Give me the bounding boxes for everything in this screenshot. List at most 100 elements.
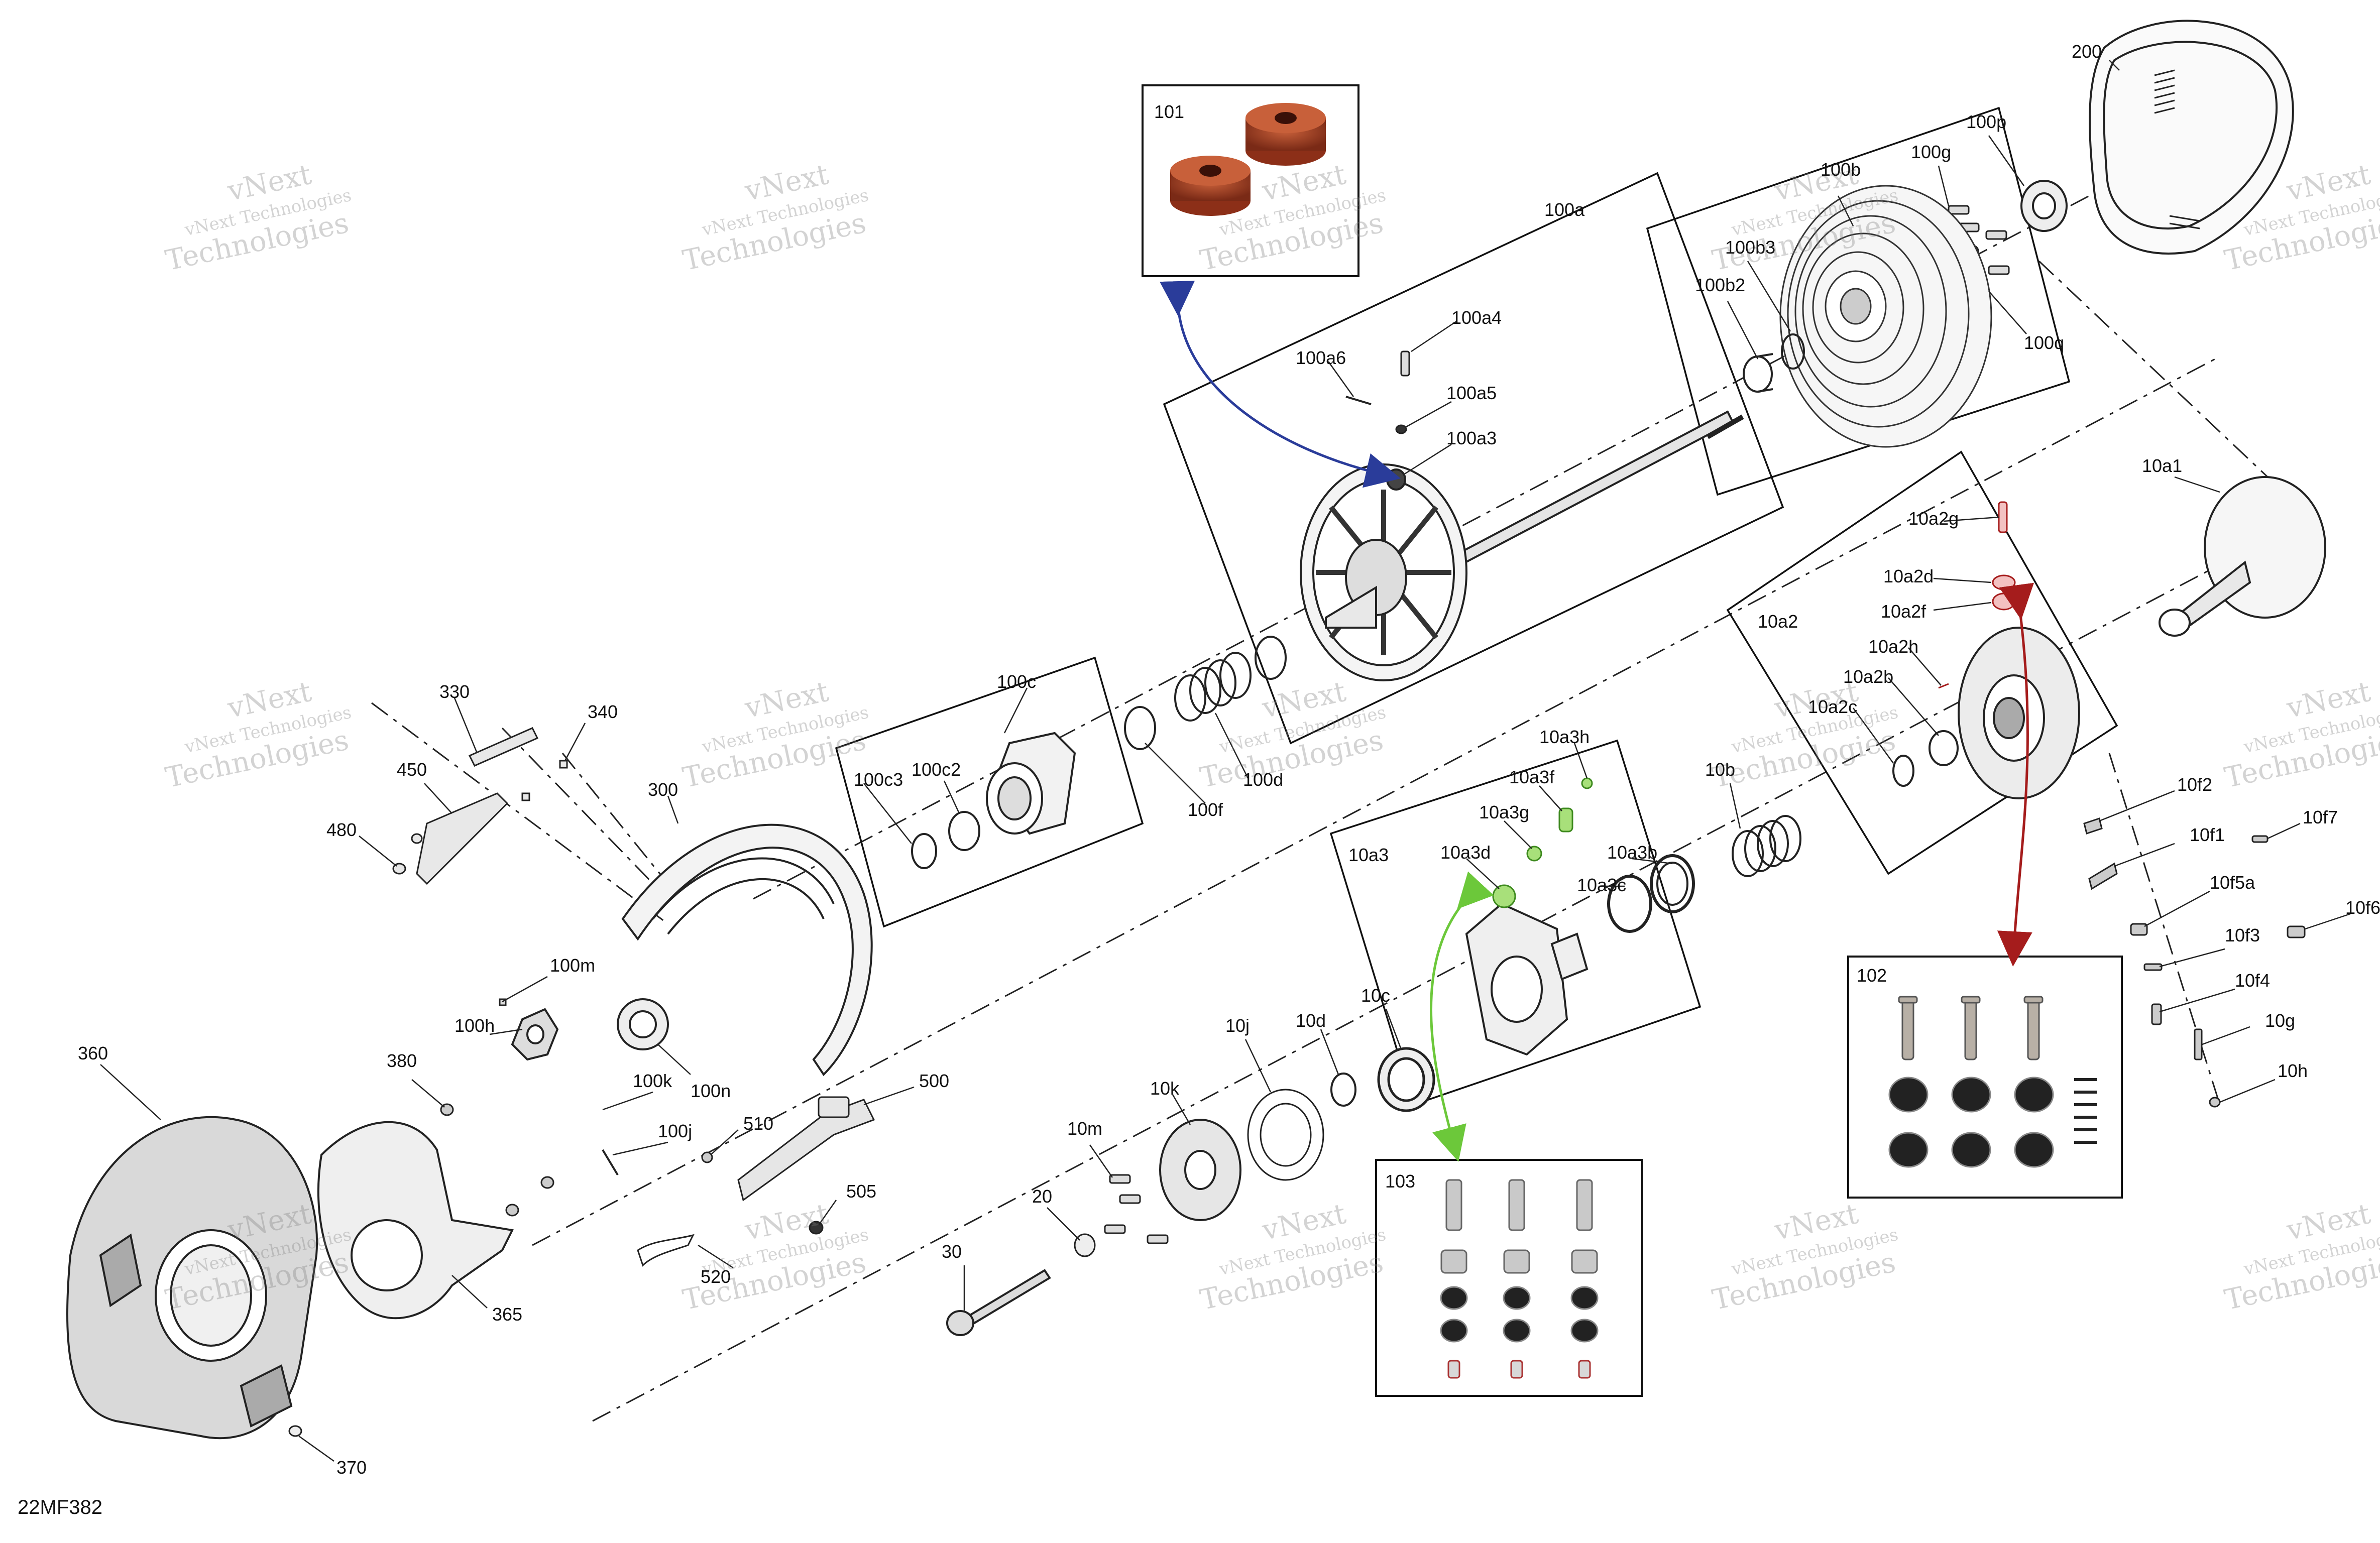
part-label: 100q bbox=[2024, 332, 2064, 353]
part-label: 330 bbox=[439, 681, 470, 702]
part-label: 10d bbox=[1296, 1010, 1326, 1031]
part-label: 100j bbox=[658, 1121, 692, 1141]
part-label: 505 bbox=[846, 1181, 876, 1202]
bearing-10c bbox=[1377, 1047, 1435, 1112]
part-label: 200 bbox=[2072, 41, 2102, 62]
part-label: 10a2g bbox=[1908, 508, 1959, 529]
sheave-100b bbox=[1779, 185, 1992, 448]
part-label: 10j bbox=[1225, 1015, 1250, 1036]
spider-100c bbox=[986, 732, 1076, 835]
part-label: 10a2f bbox=[1881, 601, 1926, 622]
part-label: 360 bbox=[78, 1043, 108, 1063]
callout-label-102: 102 bbox=[1857, 965, 1887, 986]
bushing-10a2b bbox=[1929, 730, 1959, 766]
callout-box-103 bbox=[1375, 1159, 1643, 1397]
part-label: 100p bbox=[1966, 111, 2006, 132]
frame-100c bbox=[835, 656, 1144, 928]
cover-365 bbox=[317, 1121, 514, 1320]
bolts-10m bbox=[1104, 1174, 1169, 1244]
part-label: 10f6 bbox=[2345, 897, 2380, 918]
part-label: 370 bbox=[336, 1457, 367, 1478]
frame-100b bbox=[1646, 106, 2071, 496]
roller-pin-images bbox=[1440, 1179, 1598, 1274]
part-label: 100c3 bbox=[854, 769, 903, 790]
part-label: 10f5a bbox=[2210, 872, 2255, 893]
part-label: 520 bbox=[701, 1266, 731, 1287]
blue-reference-arrow bbox=[1160, 281, 1401, 488]
gasket-10j bbox=[1247, 1089, 1324, 1181]
part-label: 10a3h bbox=[1539, 727, 1590, 747]
hub-10k bbox=[1159, 1119, 1241, 1221]
part-label: 10b bbox=[1705, 759, 1735, 780]
part-label: 10c bbox=[1361, 985, 1390, 1006]
frame-10a3 bbox=[1329, 739, 1702, 1106]
part-label: 10f2 bbox=[2177, 774, 2212, 795]
frame-100a bbox=[1163, 172, 1784, 745]
ring-10a2c bbox=[1892, 755, 1914, 787]
part-label: 100d bbox=[1243, 769, 1283, 790]
part-label: 500 bbox=[919, 1071, 949, 1091]
cover-300 bbox=[621, 823, 873, 1077]
part-label: 10f4 bbox=[2235, 970, 2270, 991]
screw-510 bbox=[701, 1151, 713, 1163]
part-label: 10a2h bbox=[1868, 636, 1918, 657]
part-label: 380 bbox=[387, 1050, 417, 1071]
part-label: 10a2d bbox=[1883, 566, 1934, 586]
part-label: 100m bbox=[550, 955, 595, 976]
sheave-10a1 bbox=[2159, 476, 2326, 637]
frame-10a2 bbox=[1726, 450, 2118, 875]
sheave-10a2 bbox=[1958, 627, 2080, 799]
rings-10a3b-10a3c bbox=[1607, 854, 1695, 933]
rubber-roller-image-1 bbox=[1170, 156, 1251, 216]
part-label: 30 bbox=[942, 1241, 962, 1262]
leader-lines bbox=[100, 60, 2351, 1462]
green-roller-parts-10a3 bbox=[1492, 777, 1593, 908]
part-label: 10m bbox=[1067, 1118, 1102, 1139]
diagram-code: 22MF382 bbox=[18, 1496, 102, 1518]
watermark-14: vNext vNext Technologies Technologies bbox=[1710, 1198, 1900, 1317]
part-label: 100c bbox=[997, 671, 1036, 692]
part-label: 10a3d bbox=[1440, 842, 1491, 863]
part-label: 100k bbox=[633, 1071, 672, 1091]
part-label: 10g bbox=[2265, 1010, 2295, 1031]
callout-label-101: 101 bbox=[1154, 101, 1184, 122]
part-label: 100a3 bbox=[1446, 428, 1497, 448]
part-label: 100n bbox=[691, 1081, 731, 1101]
nut-100h bbox=[511, 1008, 559, 1061]
part-label: 10k bbox=[1150, 1078, 1180, 1099]
watermark-4: vNext vNext Technologies Technologies bbox=[1710, 158, 1900, 277]
cam-10a3 bbox=[1465, 902, 1589, 1056]
part-label: 300 bbox=[648, 779, 678, 800]
rubber-roller-image-2 bbox=[1245, 103, 1326, 166]
bushing-images bbox=[1888, 1077, 2054, 1168]
clip-520 bbox=[637, 1234, 695, 1267]
harness-500 bbox=[737, 1096, 875, 1202]
watermark-15: vNext vNext Technologies Technologies bbox=[2222, 1198, 2380, 1317]
small-screw-images bbox=[1447, 1360, 1591, 1379]
part-labels: 200 100p 100g 100q 100b 100b3 100b2 100a… bbox=[78, 41, 2380, 1478]
small-parts-10f bbox=[2083, 817, 2306, 1108]
part-label: 100g bbox=[1911, 142, 1951, 162]
green-reference-arrow bbox=[1429, 871, 1494, 1162]
part-label: 10a3 bbox=[1348, 845, 1389, 865]
part-label: 10h bbox=[2278, 1060, 2308, 1081]
spring-10b bbox=[1732, 815, 1801, 877]
part-label: 10a3g bbox=[1479, 802, 1529, 822]
watermark-12: vNext vNext Technologies Technologies bbox=[680, 1198, 870, 1317]
part-label: 365 bbox=[492, 1304, 522, 1325]
part-label: 480 bbox=[326, 819, 357, 840]
bearing-100p bbox=[2020, 180, 2068, 232]
part-label: 100a4 bbox=[1451, 307, 1502, 328]
sheave-100a bbox=[1300, 410, 1744, 681]
pins-images bbox=[1898, 996, 2044, 1060]
part-label: 10a2c bbox=[1808, 696, 1857, 717]
bolts-380 bbox=[440, 1103, 554, 1217]
watermark-10: vNext vNext Technologies Technologies bbox=[2222, 675, 2380, 794]
watermark-7: vNext vNext Technologies Technologies bbox=[680, 675, 870, 794]
pin-100a6 bbox=[1345, 396, 1372, 405]
seal-ring-images bbox=[1440, 1286, 1599, 1343]
watermark-6: vNext vNext Technologies Technologies bbox=[163, 675, 353, 794]
bolt-30 bbox=[946, 1269, 1051, 1336]
bracket-330-450 bbox=[392, 727, 568, 885]
